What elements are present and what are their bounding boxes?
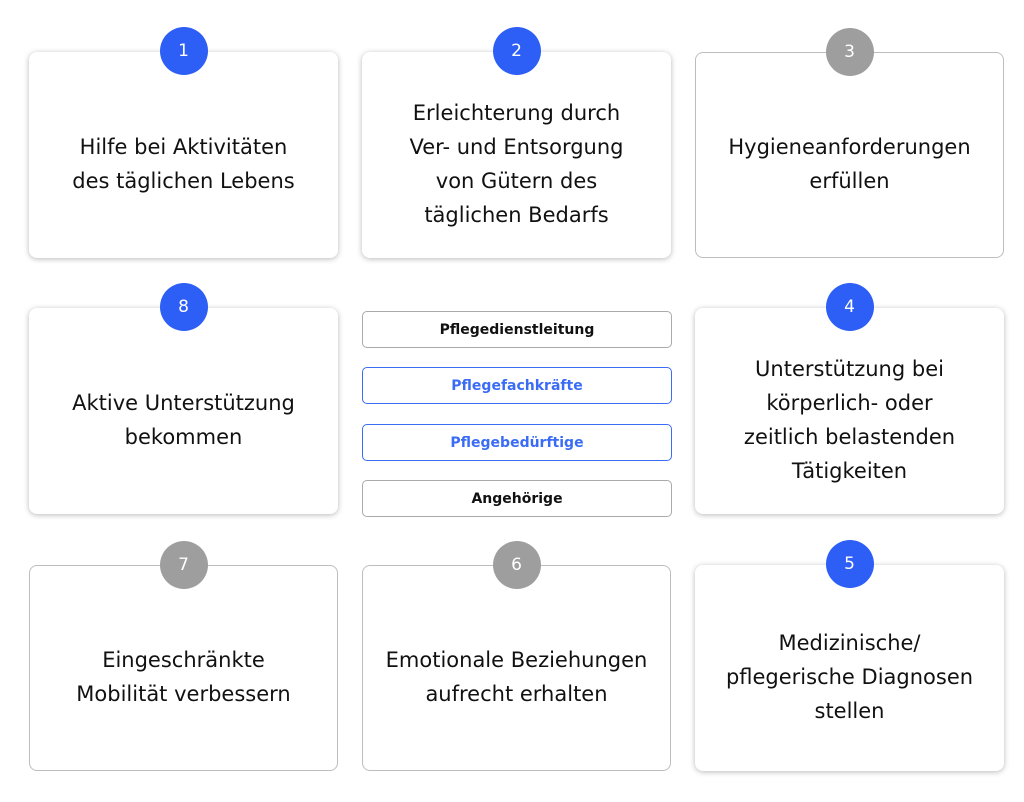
card-text: Hilfe bei Aktivitäten des täglichen Lebe… bbox=[72, 135, 295, 193]
card-text: Emotionale Beziehungen aufrecht erhalten bbox=[385, 648, 648, 706]
card-text: Eingeschränkte Mobilität verbessern bbox=[76, 648, 291, 706]
role-angehoerige[interactable]: Angehörige bbox=[362, 480, 672, 517]
card-text: Aktive Unterstützung bekommen bbox=[72, 391, 295, 449]
card-text: Unterstützung bei körperlich- oder zeitl… bbox=[743, 357, 956, 483]
badge-number: 3 bbox=[825, 28, 874, 76]
badge-number: 2 bbox=[492, 27, 541, 75]
badge-number: 4 bbox=[825, 283, 874, 331]
badge-number: 7 bbox=[159, 541, 208, 589]
badge-number: 1 bbox=[159, 27, 208, 75]
badge-number: 8 bbox=[159, 283, 208, 331]
badge-number: 5 bbox=[825, 540, 874, 588]
role-pflegebeduerftige[interactable]: Pflegebedürftige bbox=[362, 424, 672, 461]
role-pflegefachkraefte[interactable]: Pflegefachkräfte bbox=[362, 367, 672, 404]
card-text: Hygieneanforderungen erfüllen bbox=[728, 135, 971, 193]
card-text: Erleichterung durch Ver- und Entsorgung … bbox=[409, 101, 624, 227]
role-pflegedienstleitung[interactable]: Pflegedienstleitung bbox=[362, 311, 672, 348]
card-text: Medizinische/ pflegerische Diagnosen ste… bbox=[725, 631, 974, 723]
badge-number: 6 bbox=[492, 541, 541, 589]
